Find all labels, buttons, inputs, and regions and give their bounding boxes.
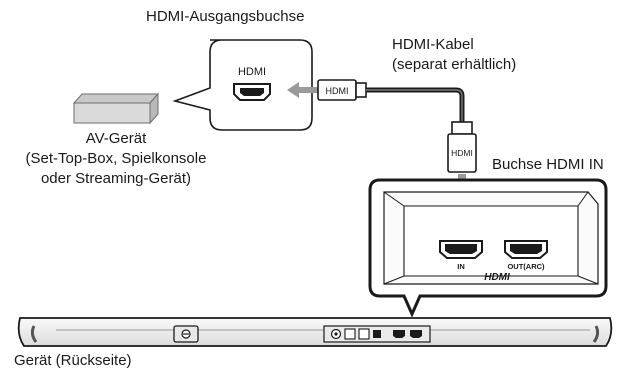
av-device-label-line3: oder Streaming-Gerät) <box>40 170 192 187</box>
port-in-label: IN <box>457 262 465 271</box>
device-port-label: HDMI <box>238 66 266 78</box>
hdmi-out-arc-port-icon <box>504 240 548 259</box>
unit-rear-label: Gerät (Rückseite) <box>14 352 132 369</box>
hdmi-in-jack-label: Buchse HDMI IN <box>492 156 604 173</box>
power-inlet-icon <box>173 325 199 343</box>
av-device-icon <box>72 92 160 125</box>
av-device-label-line2: (Set-Top-Box, Spielkonsole <box>25 150 207 167</box>
hdmi-output-port-icon <box>233 83 271 101</box>
hdmi-output-jack-label: HDMI-Ausgangsbuchse <box>146 8 305 25</box>
hdmi-cable-label-line2: (separat erhältlich) <box>392 56 517 73</box>
av-device-label-line1: AV-Gerät <box>85 130 147 147</box>
hdmi-logo: HDMI <box>484 272 510 283</box>
soundbar-rear-icon <box>17 317 613 347</box>
hdmi-cable-label-line1: HDMI-Kabel <box>392 36 474 53</box>
rear-connectors-icon <box>323 325 431 343</box>
hdmi-plug-vertical <box>447 121 477 173</box>
insert-arrow-left <box>287 82 318 98</box>
port-out-label: OUT(ARC) <box>507 262 545 271</box>
plug-label-horizontal: HDMI <box>326 86 349 96</box>
hdmi-cable <box>366 87 465 122</box>
hdmi-plug-horizontal <box>317 79 367 101</box>
hdmi-in-port-icon <box>439 240 483 259</box>
plug-label-vertical: HDMI <box>451 148 473 158</box>
